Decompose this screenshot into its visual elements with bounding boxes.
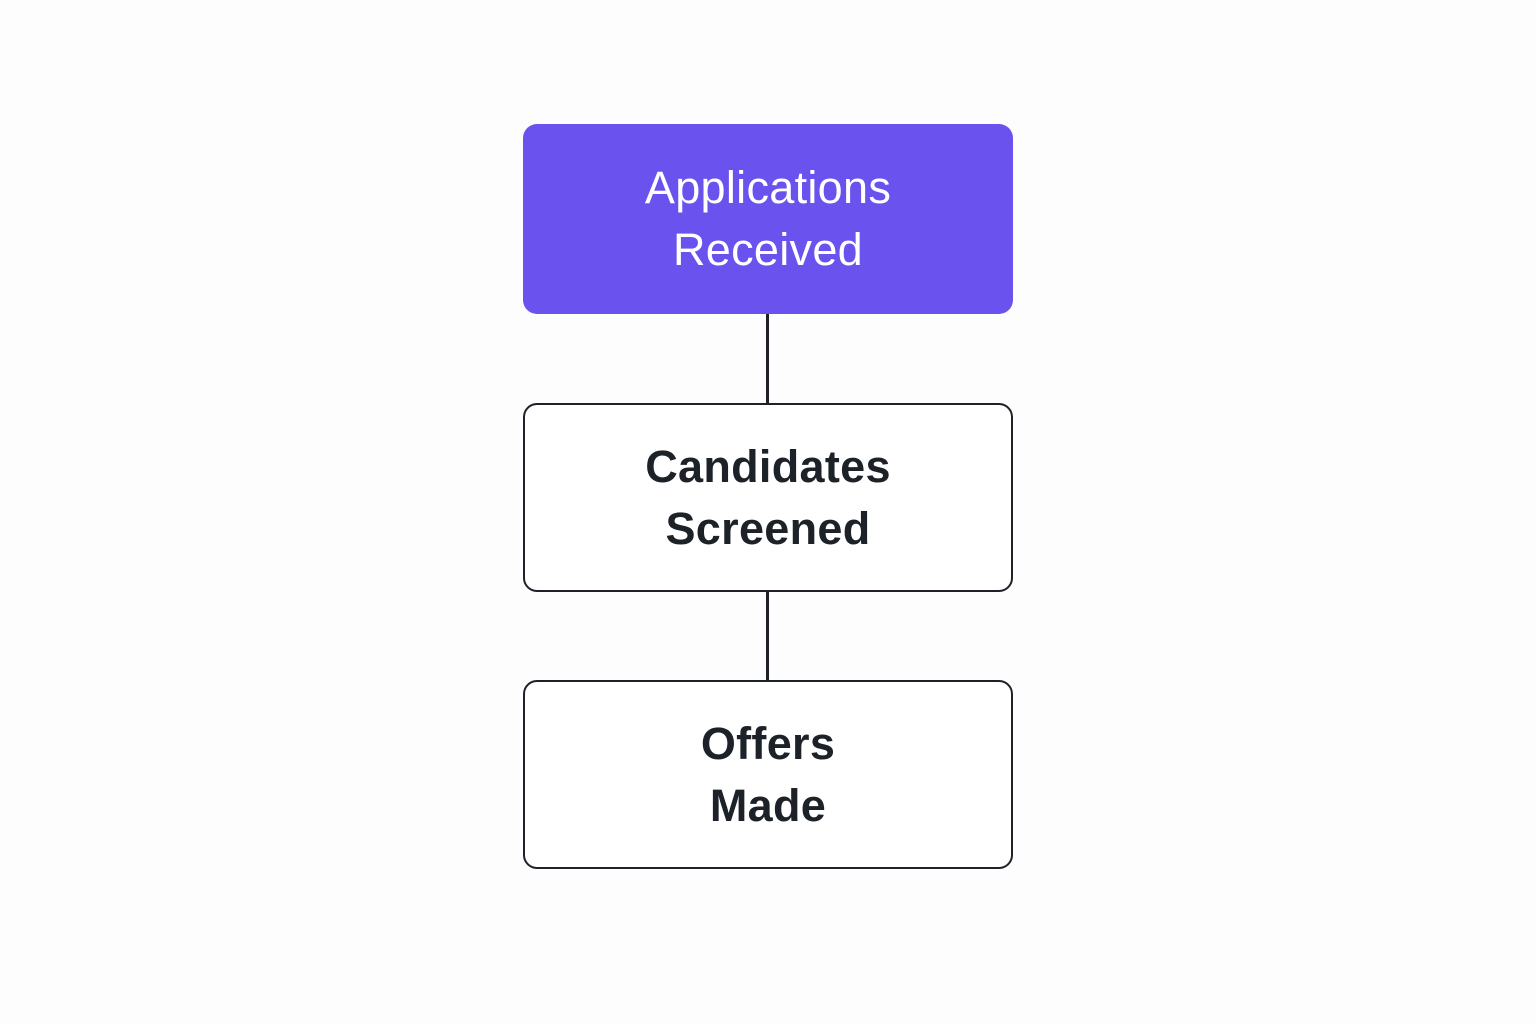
node-label: Candidates Screened [645, 436, 891, 560]
node-label-line: Made [709, 779, 827, 831]
node-offers-made: Offers Made [523, 680, 1013, 869]
node-label-line: Applications [644, 162, 892, 213]
node-label-line: Offers [700, 717, 836, 769]
node-label-line: Screened [665, 502, 871, 554]
connector-applications-to-candidates [766, 314, 769, 403]
node-label: Offers Made [701, 713, 835, 837]
node-label-line: Candidates [645, 440, 891, 492]
node-candidates-screened: Candidates Screened [523, 403, 1013, 592]
node-applications-received: Applications Received [523, 124, 1013, 314]
connector-candidates-to-offers [766, 592, 769, 680]
node-label: Applications Received [645, 157, 891, 281]
node-label-line: Received [672, 224, 863, 275]
